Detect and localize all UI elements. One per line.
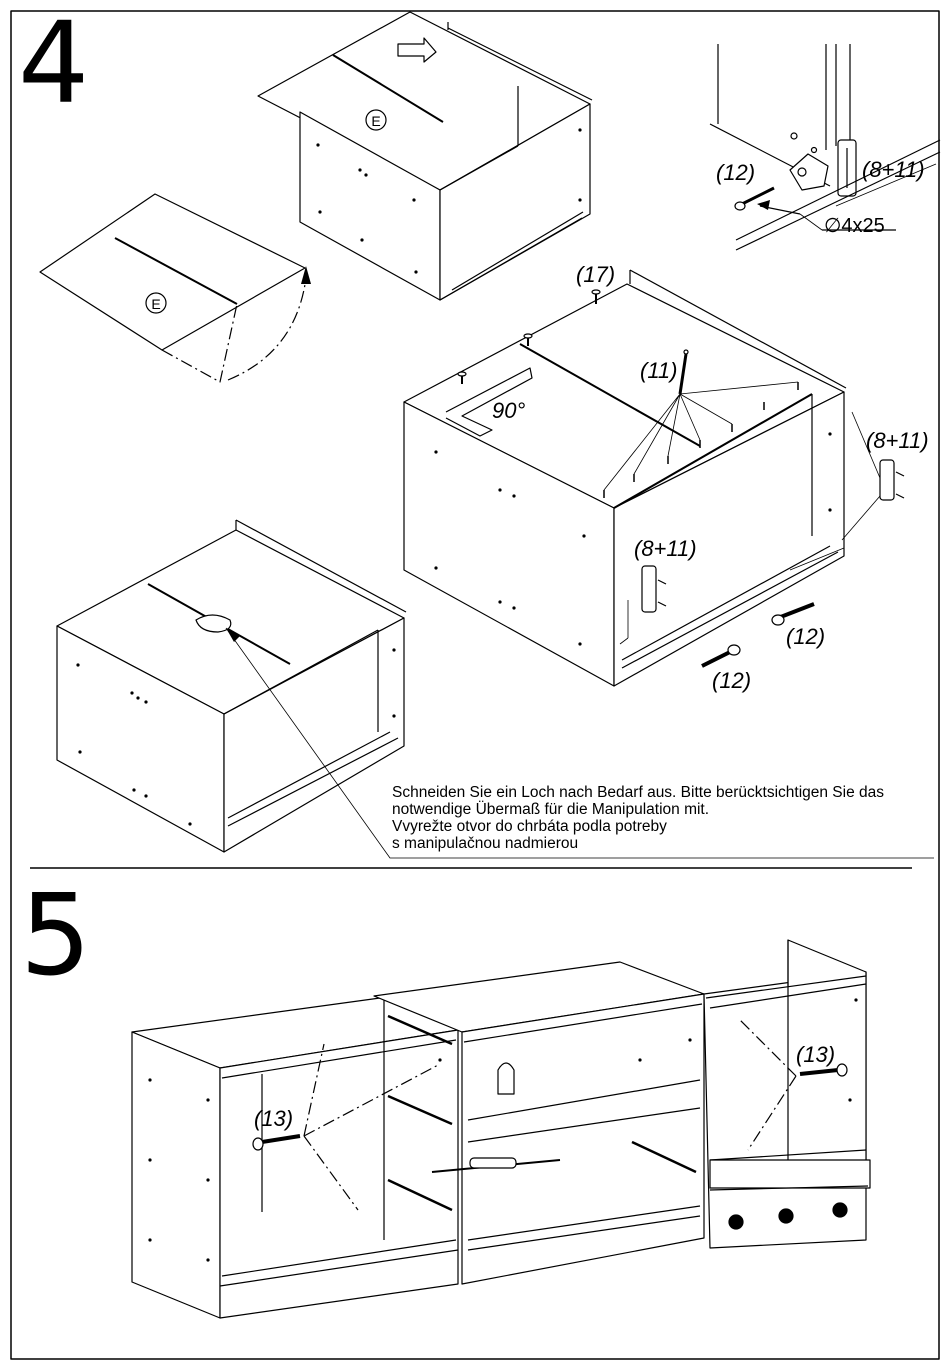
front-screw-bottom-callout: (12) [712,668,751,693]
top-screw-callout: (17) [576,262,615,287]
combined-cabinet-row [131,939,871,1319]
connector-detail [709,44,941,251]
nails-callout: (11) [640,358,678,383]
angle-label: 90° [492,398,525,423]
cabinet-back-insert: E [257,11,593,301]
loose-back-panel: E [39,193,311,383]
right-screw-callout: (13) [796,1042,835,1067]
front-connector-callout: (8+11) [634,536,697,561]
panel-label-left: E [151,296,160,312]
note-line: Schneiden Sie ein Loch nach Bedarf aus. … [392,784,885,801]
front-screw-right-callout: (12) [786,624,825,649]
left-screw-callout: (13) [254,1106,293,1131]
hole-pointer-line [225,627,934,859]
note-line: s manipulačnou nadmierou [392,835,579,852]
right-connector-callout: (8+11) [866,428,929,453]
detail-dimension-label: ∅4x25 [824,215,885,237]
step-number-4: 4 [18,0,90,129]
page-border [10,10,940,1360]
note-line: Vvyrežte otvor do chrbáta podla potreby [392,818,667,835]
panel-label-top: E [371,113,380,129]
note-line: notwendige Übermaß für die Manipulation … [392,801,710,818]
cabinet-assembly [403,269,905,687]
detail-connector-callout: (8+11) [862,157,925,182]
step-number-5: 5 [20,871,92,1001]
cabinet-with-hole [56,519,407,853]
detail-screw-callout: (12) [716,160,755,185]
cut-hole-note: Schneiden Sie ein Loch nach Bedarf aus. … [392,784,942,852]
